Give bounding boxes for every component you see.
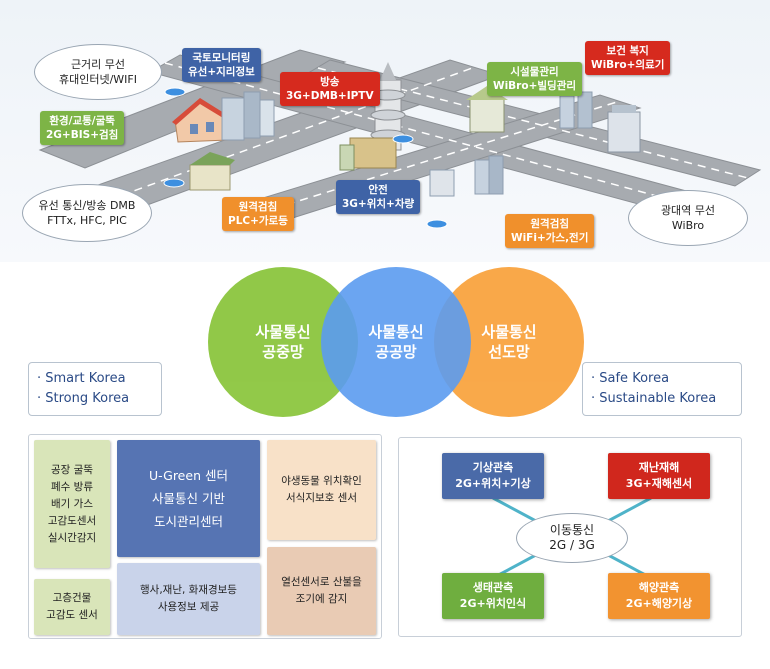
circle-line: 공중망 xyxy=(262,343,304,361)
tag-line: WiFi+가스,전기 xyxy=(511,232,589,244)
mall-building xyxy=(339,137,397,171)
tag-line: 3G+위치+차량 xyxy=(342,198,415,210)
cell-line: 열선센서로 산불을 xyxy=(281,576,362,588)
bubble-line: 2G / 3G xyxy=(549,538,595,552)
weather-observation-box: 기상관측 2G+위치+기상 xyxy=(442,453,544,499)
slogan-line: · Safe Korea xyxy=(591,371,670,386)
circle-line: 공공망 xyxy=(375,343,417,361)
tag-line: 안전 xyxy=(368,184,388,196)
bubble-line: FTTx, HFC, PIC xyxy=(47,214,127,227)
tag-line: 보건 복지 xyxy=(606,45,649,57)
bubble-wired-broadcast: 유선 통신/방송 DMB FTTx, HFC, PIC xyxy=(22,184,152,242)
tag-line: PLC+가로등 xyxy=(228,215,288,227)
factory-sensor-box: 공장 굴뚝 폐수 방류 배기 가스 고감도센서 실시간감지 xyxy=(34,440,110,568)
ocean-observation-box: 해양관측 2G+해양기상 xyxy=(608,573,710,619)
cell-line: 폐수 방류 xyxy=(51,480,93,493)
box-line: 재난재해 xyxy=(638,461,680,474)
eco-observation-box: 생태관측 2G+위치인식 xyxy=(442,573,544,619)
tag-line: 원격검침 xyxy=(530,218,570,230)
circle-line: 사물통신 xyxy=(481,323,537,341)
house-left xyxy=(172,98,232,143)
bubble-line: 광대역 무선 xyxy=(660,204,716,217)
bubble-line: 이동통신 xyxy=(549,523,595,537)
slogan-line: · Sustainable Korea xyxy=(591,391,717,406)
disaster-box: 재난재해 3G+재해센서 xyxy=(608,453,710,499)
circle-line: 사물통신 xyxy=(255,323,311,341)
tag-line: 환경/교통/굴뚝 xyxy=(49,115,115,127)
tag-facility-management: 시설물관리 WiBro+빌딩관리 xyxy=(487,62,583,96)
tag-line: WiBro+의료기 xyxy=(591,59,665,71)
cell-line: 공장 굴뚝 xyxy=(51,463,93,476)
towers-right xyxy=(429,155,504,197)
office-towers-left xyxy=(221,91,275,141)
router-icon xyxy=(392,134,414,144)
tag-line: 2G+BIS+검침 xyxy=(46,129,119,141)
cell-line: 고층건물 xyxy=(52,592,92,604)
box-line: 생태관측 xyxy=(472,581,514,594)
lane-marking-1 xyxy=(94,66,476,206)
tag-line: 방송 xyxy=(320,76,340,88)
bubble-line: WiBro xyxy=(671,219,705,232)
bubble-line: 근거리 무선 xyxy=(70,58,126,71)
box-line: 해양관측 xyxy=(638,581,680,594)
tag-broadcast: 방송 3G+DMB+IPTV xyxy=(280,72,380,106)
hospital-building xyxy=(607,105,641,153)
cell-line: 고감도센서 xyxy=(47,514,97,527)
factory-building xyxy=(189,152,235,191)
slogan-box-right: · Safe Korea · Sustainable Korea xyxy=(582,362,742,416)
router-icon xyxy=(164,87,186,97)
circle-line: 사물통신 xyxy=(368,323,424,341)
mobile-network-panel: 기상관측 2G+위치+기상 재난재해 3G+재해센서 생태관측 2G+위치인식 … xyxy=(398,437,742,637)
tag-line: 시설물관리 xyxy=(510,66,559,78)
mobile-network-bubble: 이동통신 2G / 3G xyxy=(516,513,628,563)
cell-line: 사물통신 기반 xyxy=(152,491,225,506)
tag-line: WiBro+빌딩관리 xyxy=(493,80,577,92)
cell-line: 서식지보호 센서 xyxy=(286,492,357,504)
tag-land-monitoring: 국토모니터링 유선+지리정보 xyxy=(182,48,261,82)
cell-line: U-Green 센터 xyxy=(149,468,228,483)
box-line: 3G+재해센서 xyxy=(625,477,693,490)
tag-remote-metering-plc: 원격검침 PLC+가로등 xyxy=(222,197,294,231)
cell-line: 사용정보 제공 xyxy=(157,601,220,613)
cell-line: 고감도 센서 xyxy=(46,609,98,621)
tag-line: 3G+DMB+IPTV xyxy=(286,90,374,102)
router-icon xyxy=(163,178,185,188)
circle-public-network: 사물통신 공중망 xyxy=(208,267,358,417)
circle-line: 선도망 xyxy=(488,343,530,361)
tag-line: 원격검침 xyxy=(238,201,278,213)
slogan-line: · Strong Korea xyxy=(37,391,130,406)
cell-line: 행사,재난, 화재경보등 xyxy=(140,584,237,596)
u-green-center-box: U-Green 센터 사물통신 기반 도시관리센터 xyxy=(117,440,260,557)
tag-environment-traffic: 환경/교통/굴뚝 2G+BIS+검침 xyxy=(40,111,125,145)
box-line: 2G+위치인식 xyxy=(459,597,527,610)
heat-sensor-box: 열선센서로 산불을 조기에 감지 xyxy=(267,547,376,635)
u-green-panel: 공장 굴뚝 폐수 방류 배기 가스 고감도센서 실시간감지 고층건물 고감도 센… xyxy=(28,434,382,639)
circle-public-sector-network: 사물통신 공공망 xyxy=(321,267,471,417)
cell-line: 야생동물 위치확인 xyxy=(281,475,362,487)
building-sensor-box: 고층건물 고감도 센서 xyxy=(34,579,110,635)
tag-remote-metering-wifi: 원격검침 WiFi+가스,전기 xyxy=(505,214,595,248)
tag-line: 유선+지리정보 xyxy=(188,66,255,78)
tag-safety: 안전 3G+위치+차량 xyxy=(336,180,421,214)
tag-line: 국토모니터링 xyxy=(192,52,251,64)
bubble-short-range-wireless: 근거리 무선 휴대인터넷/WIFI xyxy=(34,44,162,100)
box-line: 2G+해양기상 xyxy=(625,597,693,610)
slogan-line: · Smart Korea xyxy=(37,371,126,386)
router-icon xyxy=(426,219,448,229)
bubble-line: 유선 통신/방송 DMB xyxy=(38,199,136,212)
cell-line: 배기 가스 xyxy=(51,497,93,510)
bubble-wideband-wireless: 광대역 무선 WiBro xyxy=(628,190,748,246)
tag-health-welfare: 보건 복지 WiBro+의료기 xyxy=(585,41,671,75)
bubble-line: 휴대인터넷/WIFI xyxy=(59,73,137,86)
box-line: 2G+위치+기상 xyxy=(455,477,531,490)
cell-line: 도시관리센터 xyxy=(153,514,223,529)
cell-line: 조기에 감지 xyxy=(295,593,348,605)
apartment-blocks-right xyxy=(559,91,593,129)
lane-marking-2 xyxy=(164,62,706,210)
cell-line: 실시간감지 xyxy=(47,531,97,544)
box-line: 기상관측 xyxy=(472,461,514,474)
slogan-box-left: · Smart Korea · Strong Korea xyxy=(28,362,162,416)
wildlife-sensor-box: 야생동물 위치확인 서식지보호 센서 xyxy=(267,440,376,540)
disaster-info-box: 행사,재난, 화재경보등 사용정보 제공 xyxy=(117,563,260,635)
